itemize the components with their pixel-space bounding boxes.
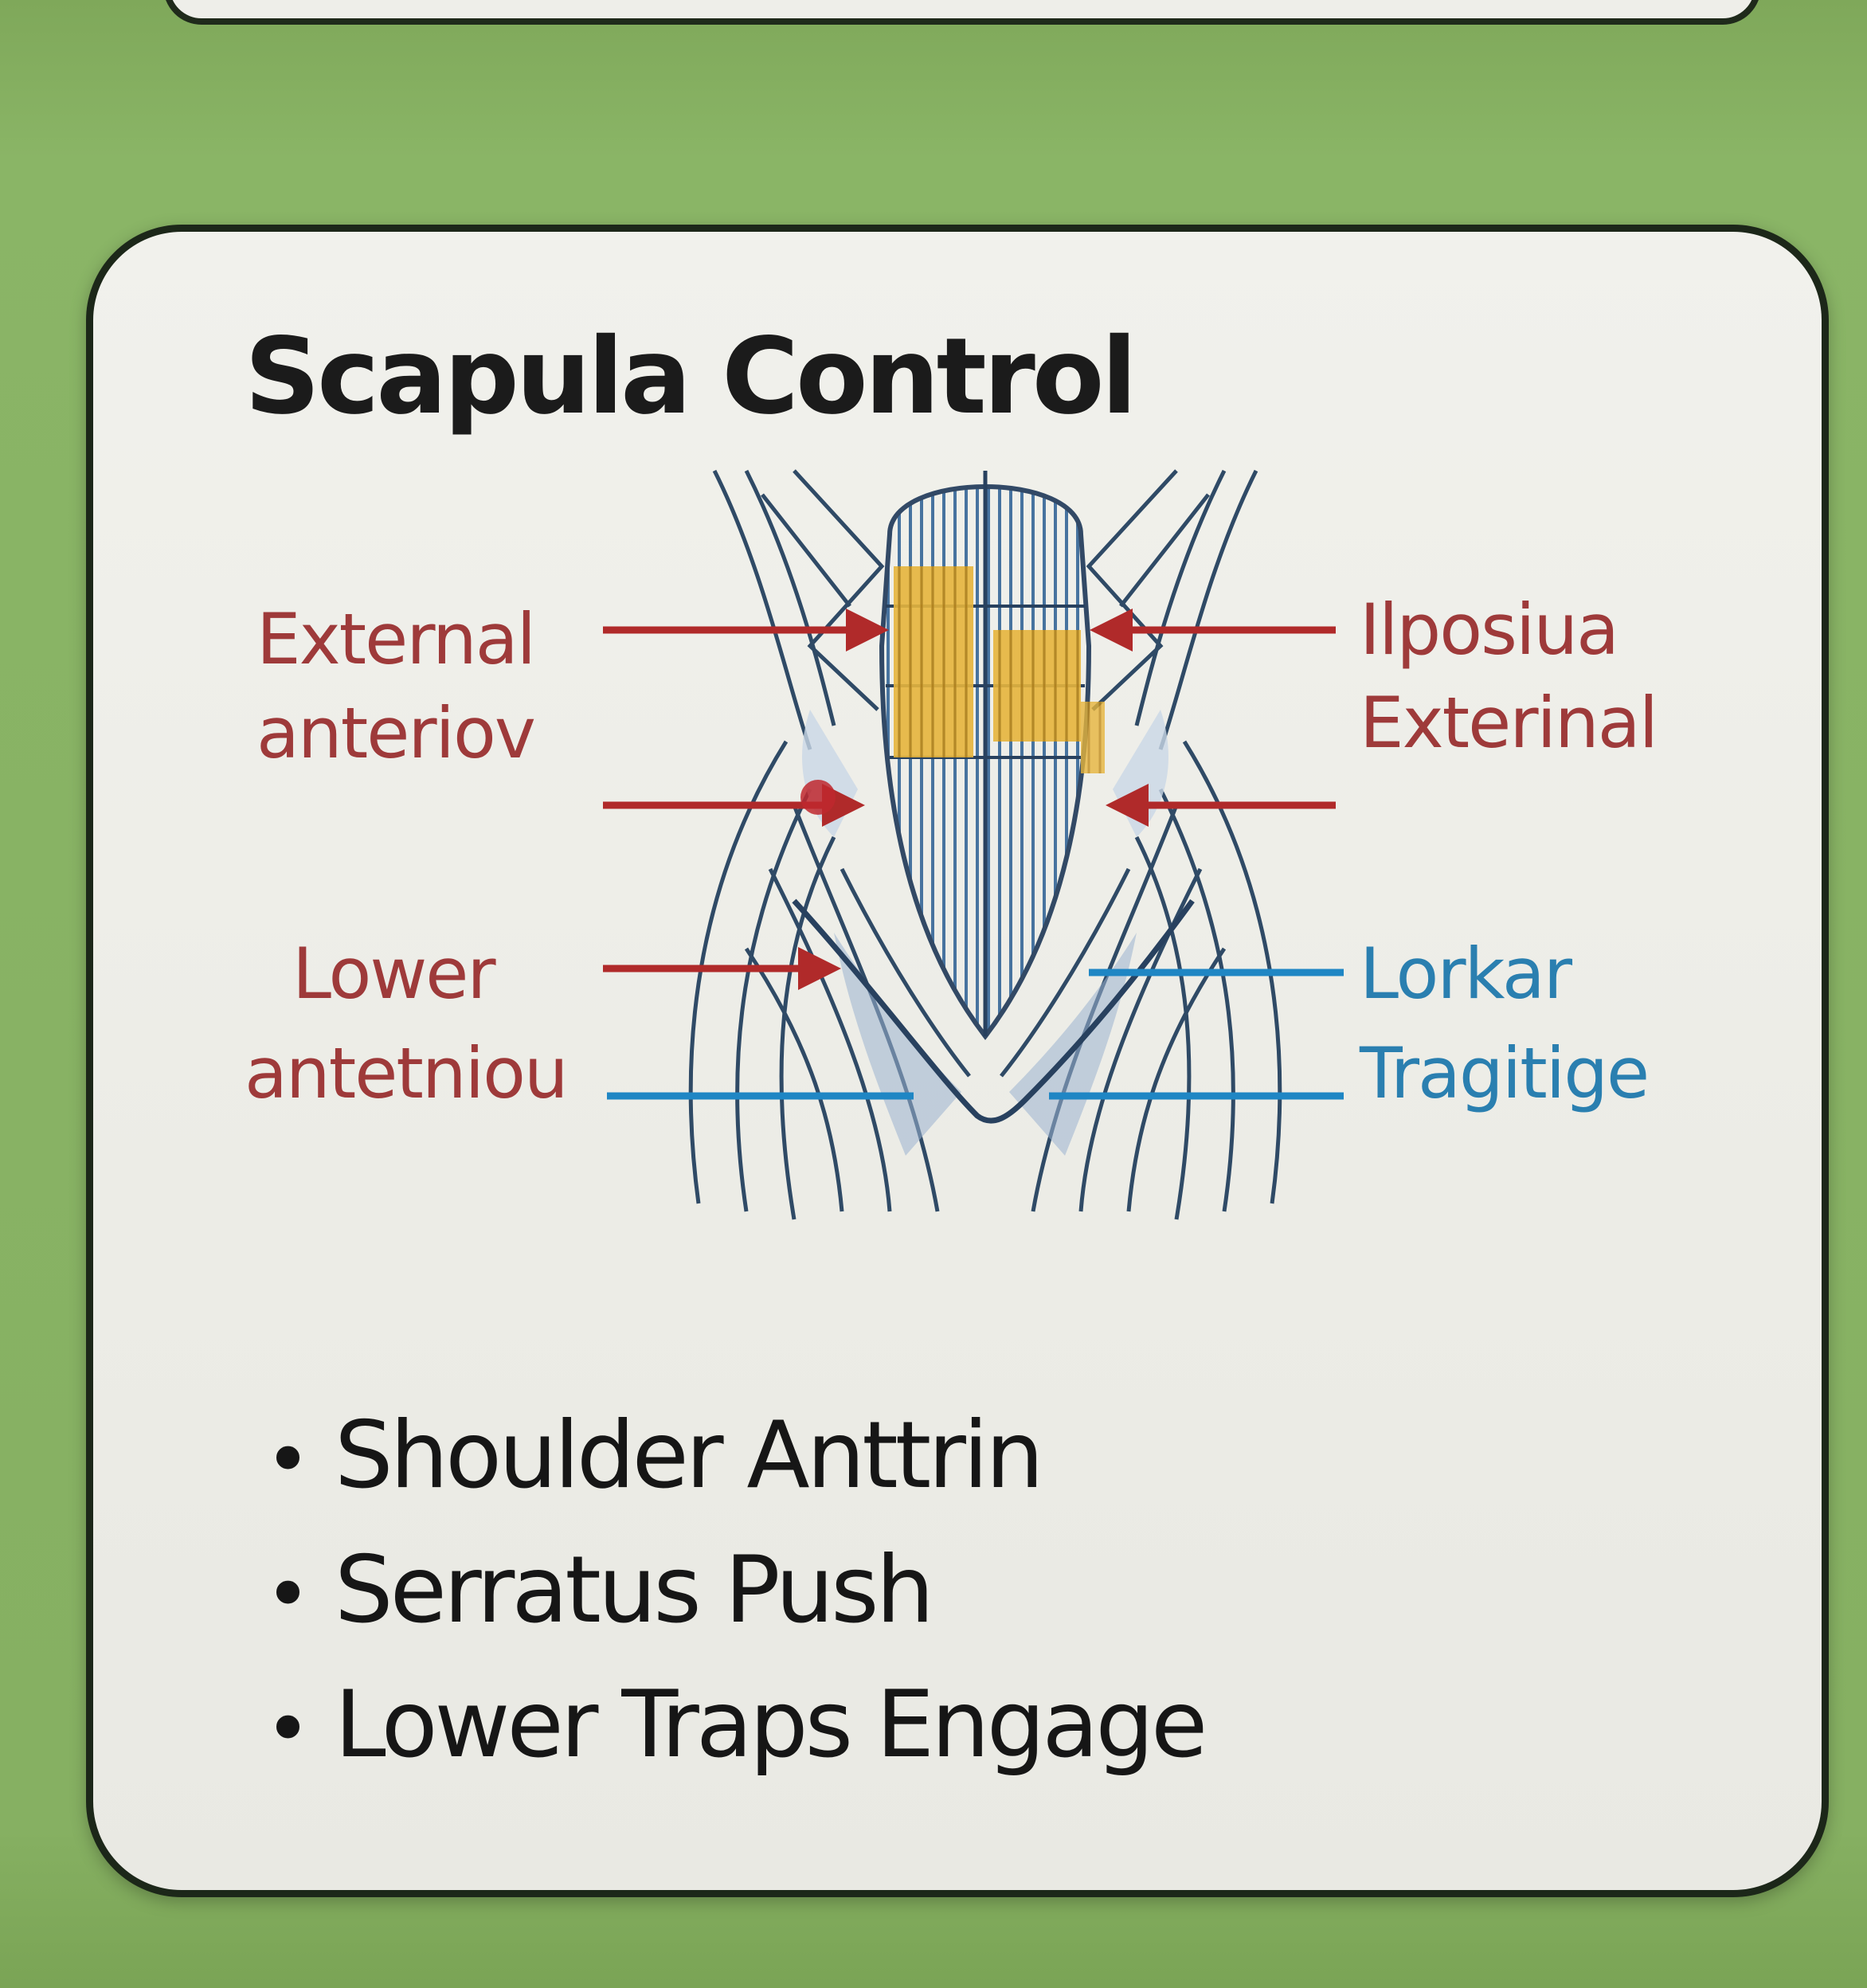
bullet-list: •Shoulder Anttrin •Serratus Push •Lower … xyxy=(264,1391,1207,1794)
lower-v xyxy=(792,898,1195,1124)
label-right-bottom-2: Tragitige xyxy=(1360,1032,1650,1114)
bullet-item: •Shoulder Anttrin xyxy=(264,1391,1204,1525)
label-right-top-2: Exterinal xyxy=(1360,682,1658,764)
bullet-dot-icon: • xyxy=(264,1413,311,1506)
bullet-dot-icon: • xyxy=(264,1682,311,1775)
label-left-top-2: anteriov xyxy=(256,692,536,774)
label-left-top-1: External xyxy=(256,598,536,680)
top-card-edge xyxy=(163,0,1761,25)
yellow-highlight-right xyxy=(993,630,1081,742)
left-serratus-shade xyxy=(834,933,961,1156)
scapula-card: Scapula Control xyxy=(86,225,1829,1897)
bullet-item: •Serratus Push xyxy=(264,1525,1204,1660)
blue-lines xyxy=(607,969,1344,1100)
label-right-top-1: Ilposiua xyxy=(1360,589,1619,671)
card-title: Scapula Control xyxy=(245,315,1137,438)
label-right-bottom-1: Lorkar xyxy=(1360,933,1572,1015)
right-serratus-shade xyxy=(1009,933,1137,1156)
yellow-highlight-left xyxy=(894,566,973,757)
bullet-dot-icon: • xyxy=(264,1548,311,1641)
label-left-bottom-1: Lower xyxy=(292,933,496,1015)
bullet-item: •Lower Traps Engage xyxy=(264,1660,1207,1794)
anatomy-diagram xyxy=(603,469,1344,1220)
label-left-bottom-2: antetniou xyxy=(245,1032,569,1114)
left-fibers xyxy=(688,469,971,1220)
